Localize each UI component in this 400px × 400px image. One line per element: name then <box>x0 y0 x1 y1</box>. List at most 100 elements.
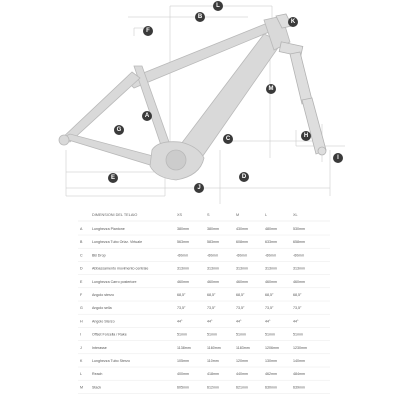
row-value: 621mm <box>236 385 248 389</box>
row-value: 462mm <box>265 372 277 376</box>
row-value: 630mm <box>265 385 277 389</box>
row-value: 608mm <box>236 240 248 244</box>
marker-letter-d: D <box>242 174 247 180</box>
marker-j: J <box>194 183 204 193</box>
marker-letter-c: C <box>226 136 231 142</box>
row-value: 68,5° <box>293 293 302 297</box>
marker-badge-d <box>239 172 249 182</box>
marker-badge-a <box>142 111 152 121</box>
row-value: 313mm <box>207 267 219 271</box>
marker-letter-f: F <box>146 28 150 34</box>
frame-tubes <box>58 15 291 181</box>
marker-badge-l <box>213 1 223 11</box>
marker-badge-c <box>223 134 233 144</box>
marker-badge-b <box>195 12 205 22</box>
row-value: 583mm <box>207 240 219 244</box>
row-value: 313mm <box>293 267 305 271</box>
row-letter: D <box>80 267 83 271</box>
marker-k: K <box>288 17 298 27</box>
row-value: 530mm <box>293 227 305 231</box>
marker-badge-h <box>301 131 311 141</box>
row-value: 68,5° <box>236 293 245 297</box>
row-value: 1206mm <box>265 346 279 350</box>
row-letter: K <box>80 359 83 363</box>
marker-letter-i: I <box>337 155 339 161</box>
row-value: 44° <box>293 319 299 323</box>
row-value: 633mm <box>265 240 277 244</box>
row-value: 484mm <box>293 372 305 376</box>
row-value: 639mm <box>293 385 305 389</box>
row-value: 44° <box>207 319 213 323</box>
marker-i: I <box>333 153 343 163</box>
row-value: 68,5° <box>177 293 186 297</box>
row-value: 380mm <box>177 227 189 231</box>
row-value: 1183mm <box>236 346 250 350</box>
row-value: 105mm <box>177 359 189 363</box>
row-value: 460mm <box>265 280 277 284</box>
row-value: 44° <box>177 319 183 323</box>
row-label: Stack <box>92 385 101 389</box>
row-label: BB Drop <box>92 253 106 257</box>
row-value: 68,5° <box>265 293 274 297</box>
motor-crank-disk <box>165 149 187 171</box>
marker-badge-e <box>108 173 118 183</box>
fork-upper-leg <box>289 51 313 105</box>
marker-letter-l: L <box>216 3 220 9</box>
row-value: 400mm <box>177 372 189 376</box>
fork-lower-leg <box>301 97 327 155</box>
row-value: 1138mm <box>177 346 191 350</box>
row-value: 440mm <box>236 372 248 376</box>
row-value: 1230mm <box>293 346 307 350</box>
size-header-xs: XS <box>177 213 183 217</box>
marker-letter-j: J <box>197 185 200 191</box>
row-label: Lunghezza Piantone <box>92 227 125 231</box>
marker-d: D <box>239 172 249 182</box>
row-value: 460mm <box>207 280 219 284</box>
size-header-l: L <box>265 213 267 217</box>
row-value: 51mm <box>293 333 303 337</box>
marker-letter-m: M <box>269 86 274 92</box>
row-letter: B <box>80 240 83 244</box>
row-value: 418mm <box>207 372 219 376</box>
marker-e: E <box>108 173 118 183</box>
row-value: 68,5° <box>207 293 216 297</box>
size-header-m: M <box>236 213 239 217</box>
marker-m: M <box>266 84 276 94</box>
row-value: 44° <box>265 319 271 323</box>
row-label: Lunghezza Tubo Sterzo <box>92 359 130 363</box>
row-letter: F <box>80 293 83 297</box>
row-value: 51mm <box>236 333 246 337</box>
row-value: 313mm <box>236 267 248 271</box>
row-letter: M <box>80 385 83 389</box>
row-value: 563mm <box>177 240 189 244</box>
row-label: Reach <box>92 372 102 376</box>
marker-h: H <box>301 131 311 141</box>
row-value: -60mm <box>177 253 188 257</box>
marker-badge-g <box>114 125 124 135</box>
row-value: -60mm <box>293 253 304 257</box>
row-letter: G <box>80 306 83 310</box>
row-value: 44° <box>236 319 242 323</box>
row-value: -60mm <box>265 253 276 257</box>
row-value: 460mm <box>177 280 189 284</box>
marker-a: A <box>142 111 152 121</box>
row-value: 612mm <box>207 385 219 389</box>
marker-b: B <box>195 12 205 22</box>
row-label: Offset Forcella / Rake <box>92 333 127 337</box>
row-value: -60mm <box>236 253 247 257</box>
row-value: 130mm <box>265 359 277 363</box>
marker-l: L <box>213 1 223 11</box>
row-value: 140mm <box>293 359 305 363</box>
marker-g: G <box>114 125 124 135</box>
row-value: 460mm <box>293 280 305 284</box>
row-value: 51mm <box>207 333 217 337</box>
marker-badge-m <box>266 84 276 94</box>
marker-badge-i <box>333 153 343 163</box>
